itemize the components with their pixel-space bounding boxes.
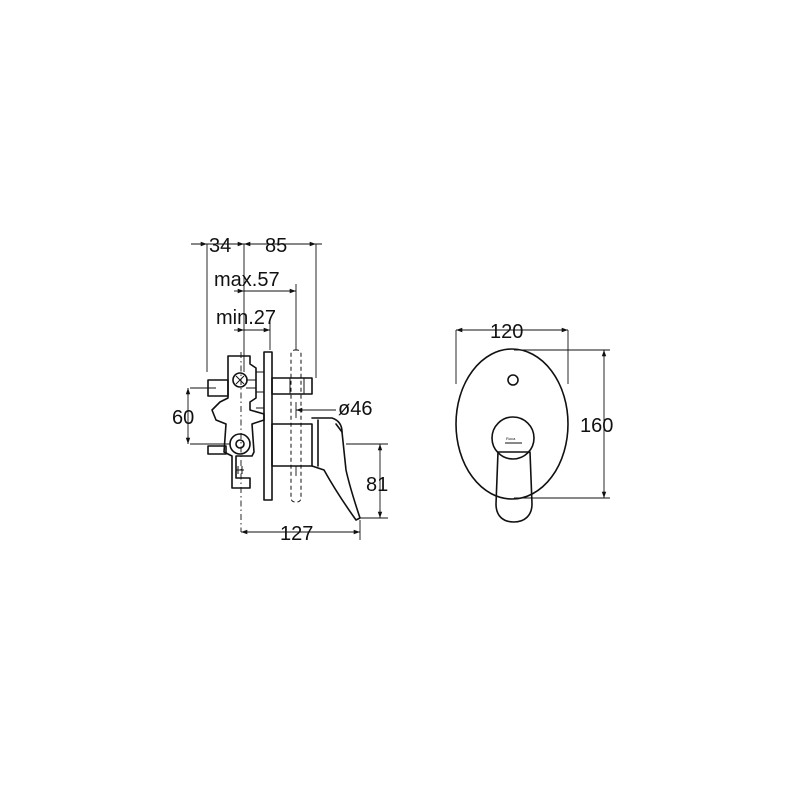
front-view: 120 Roca 160	[455, 321, 613, 523]
dimension-81: 81	[346, 443, 388, 519]
dim-label-127: 127	[280, 523, 313, 545]
dimension-d46: ø46	[295, 398, 372, 476]
mixer-lever	[271, 417, 361, 521]
dim-label-60: 60	[172, 407, 194, 429]
dimension-max57: max.57	[214, 269, 297, 350]
top-pipe	[271, 377, 313, 395]
front-lever: Roca	[491, 416, 535, 523]
dim-label-81: 81	[366, 474, 388, 496]
mounting-plate	[263, 351, 273, 501]
side-view: 34 85 max.57 min.27	[172, 235, 388, 545]
brand-logo: Roca	[506, 436, 516, 441]
valve-body	[207, 355, 265, 489]
dim-label-160: 160	[580, 415, 613, 437]
dimension-60: 60	[172, 387, 230, 445]
dimension-34-85: 34 85	[191, 235, 322, 378]
diverter-button	[507, 374, 519, 386]
dimension-127: 127	[241, 520, 361, 545]
dim-label-max57: max.57	[214, 269, 280, 291]
dim-label-120: 120	[490, 321, 523, 343]
dim-label-min27: min.27	[216, 307, 276, 329]
dimension-160: 160	[514, 349, 613, 499]
wall-line	[290, 349, 302, 503]
dim-label-d46: ø46	[338, 398, 372, 420]
dimension-120: 120	[455, 321, 569, 384]
cover-plate	[455, 348, 569, 500]
dim-label-85: 85	[265, 235, 287, 257]
dimension-min27: min.27	[216, 307, 276, 350]
dim-label-34: 34	[209, 235, 231, 257]
